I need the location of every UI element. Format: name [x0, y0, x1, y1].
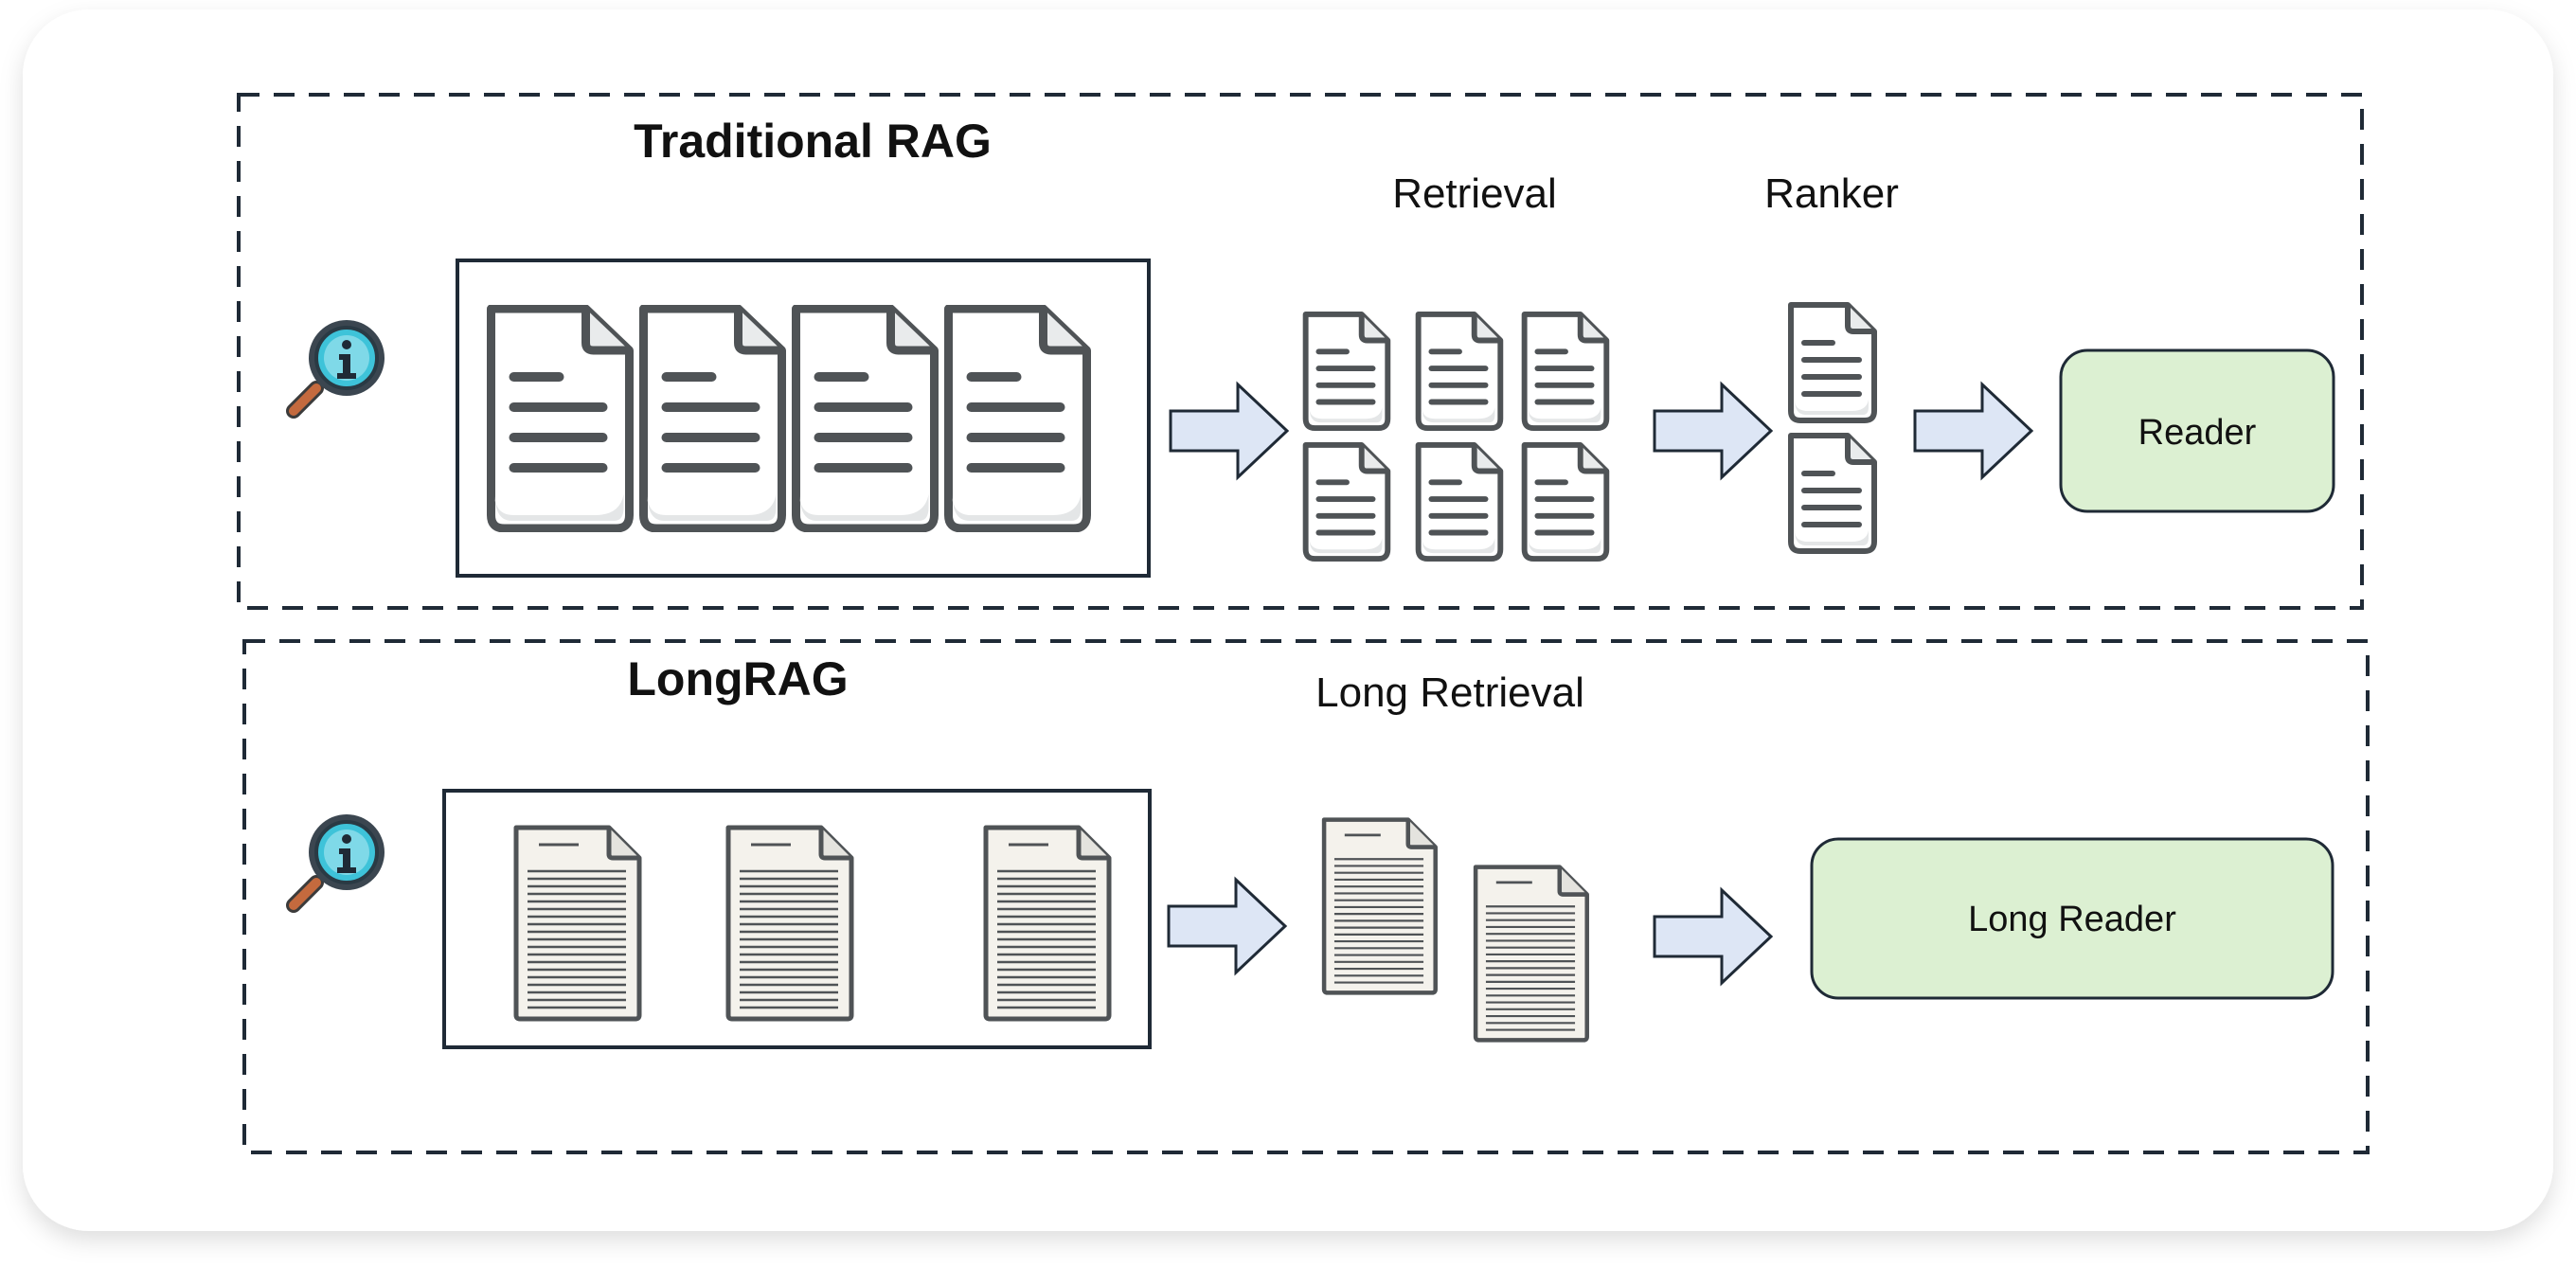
long-retrieved-document-icon	[1324, 820, 1436, 993]
retrieved-document-icon	[1419, 445, 1501, 559]
corpus-document-icon	[949, 309, 1087, 528]
corpus-document-icon	[796, 309, 935, 528]
longrag-panel: LongRAG Long Retrieval Long Reader	[242, 639, 2370, 1154]
traditional-rag-title: Traditional RAG	[634, 115, 992, 168]
retrieved-document-icon	[1306, 314, 1388, 428]
ranked-document-icon	[1791, 305, 1874, 420]
ranker-label: Ranker	[1764, 170, 1899, 217]
long-corpus-document-icon	[986, 828, 1109, 1019]
longrag-border	[242, 639, 2370, 1154]
card-background	[23, 9, 2553, 1231]
reader-box	[2059, 348, 2335, 513]
retrieved-document-icon	[1525, 445, 1607, 559]
traditional-rag-panel: Traditional RAG Retrieval Ranker Reader	[237, 93, 2364, 610]
long-reader-box	[1810, 837, 2334, 1000]
reader-label: Reader	[2138, 413, 2257, 453]
long-retrieved-document-icon	[1476, 867, 1587, 1041]
long-corpus-document-icon	[728, 828, 851, 1019]
corpus-document-icon	[492, 309, 630, 528]
long-corpus-document-icon	[516, 828, 639, 1019]
traditional-rag-border	[237, 93, 2364, 610]
retrieved-document-icon	[1419, 314, 1501, 428]
long-retrieval-label: Long Retrieval	[1315, 669, 1584, 716]
retrieved-document-icon	[1525, 314, 1607, 428]
longrag-title: LongRAG	[627, 652, 848, 705]
retrieved-document-icon	[1306, 445, 1388, 559]
ranked-document-icon	[1791, 436, 1874, 551]
corpus-document-icon	[644, 309, 782, 528]
retrieval-label: Retrieval	[1392, 170, 1557, 217]
long-reader-label: Long Reader	[1968, 900, 2176, 939]
